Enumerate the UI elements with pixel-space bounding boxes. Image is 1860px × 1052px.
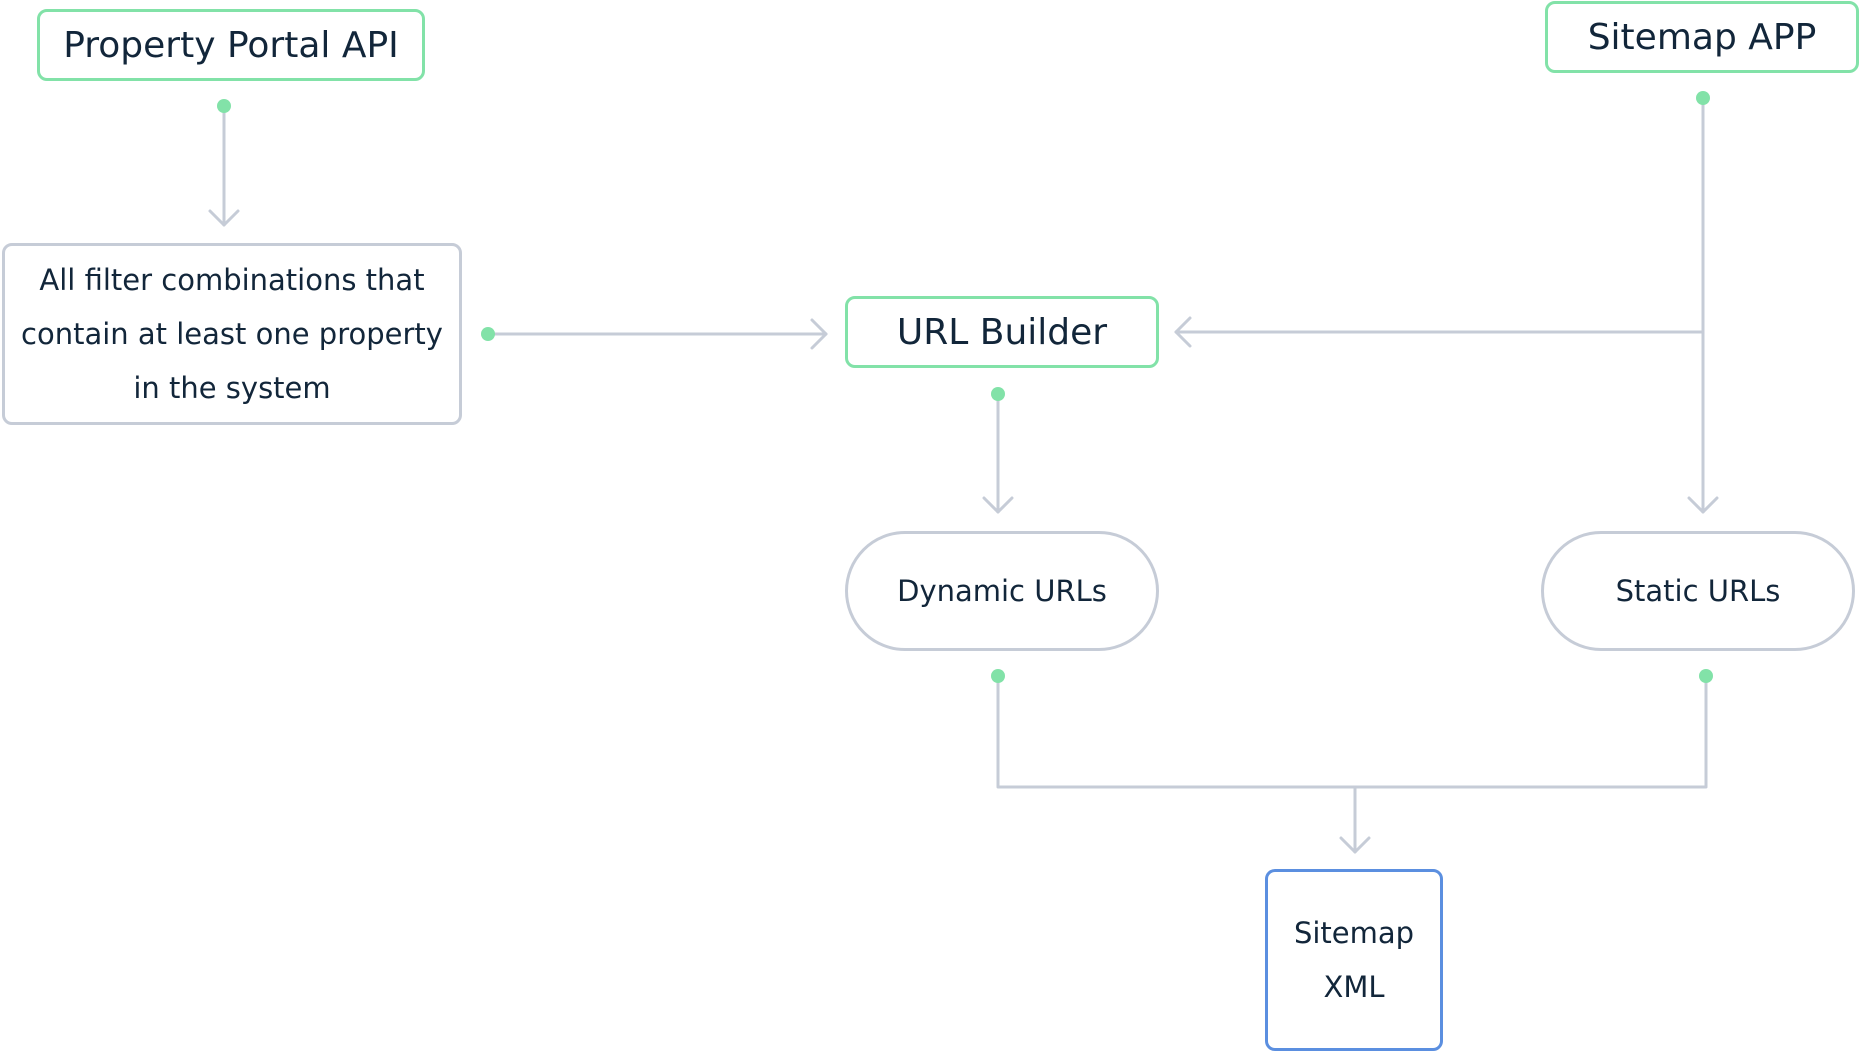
- node-label: All filter combinations that contain at …: [21, 253, 443, 415]
- node-label-line: in the system: [133, 371, 331, 405]
- arrowhead-sitemap-xml: [1339, 836, 1371, 854]
- node-label-line: XML: [1323, 970, 1385, 1004]
- node-dynamic-urls[interactable]: Dynamic URLs: [845, 531, 1159, 651]
- node-label-line: Sitemap: [1293, 916, 1415, 950]
- connector-dot-static-urls: [1699, 669, 1713, 683]
- node-filter-combinations[interactable]: All filter combinations that contain at …: [2, 243, 462, 425]
- node-label: Sitemap XML: [1294, 906, 1414, 1014]
- arrowhead-filters: [208, 209, 240, 227]
- node-label: URL Builder: [896, 311, 1108, 353]
- arrowhead-url-builder-right: [1174, 316, 1192, 348]
- arrowhead-static-urls: [1687, 496, 1719, 514]
- node-label: Sitemap APP: [1587, 16, 1817, 58]
- node-sitemap-app[interactable]: Sitemap APP: [1545, 1, 1859, 73]
- edge-static-urls-to-merge: [1353, 674, 1708, 789]
- node-label: Dynamic URLs: [897, 574, 1107, 608]
- connector-dot-api: [217, 99, 231, 113]
- node-property-portal-api[interactable]: Property Portal API: [37, 9, 425, 81]
- edge-dynamic-urls-to-merge: [996, 674, 1357, 789]
- arrowhead-dynamic-urls: [982, 496, 1014, 514]
- node-sitemap-xml[interactable]: Sitemap XML: [1265, 869, 1443, 1051]
- connector-dot-dynamic-urls: [991, 669, 1005, 683]
- node-static-urls[interactable]: Static URLs: [1541, 531, 1855, 651]
- node-label-line: All filter combinations that: [39, 263, 425, 297]
- node-label: Static URLs: [1615, 574, 1781, 608]
- connector-dot-sitemap-app: [1696, 91, 1710, 105]
- connector-dot-filters: [481, 327, 495, 341]
- arrowhead-url-builder-left: [810, 318, 828, 350]
- node-label-line: contain at least one property: [21, 317, 443, 351]
- node-label: Property Portal API: [63, 24, 399, 66]
- connector-dot-url-builder: [991, 387, 1005, 401]
- node-url-builder[interactable]: URL Builder: [845, 296, 1159, 368]
